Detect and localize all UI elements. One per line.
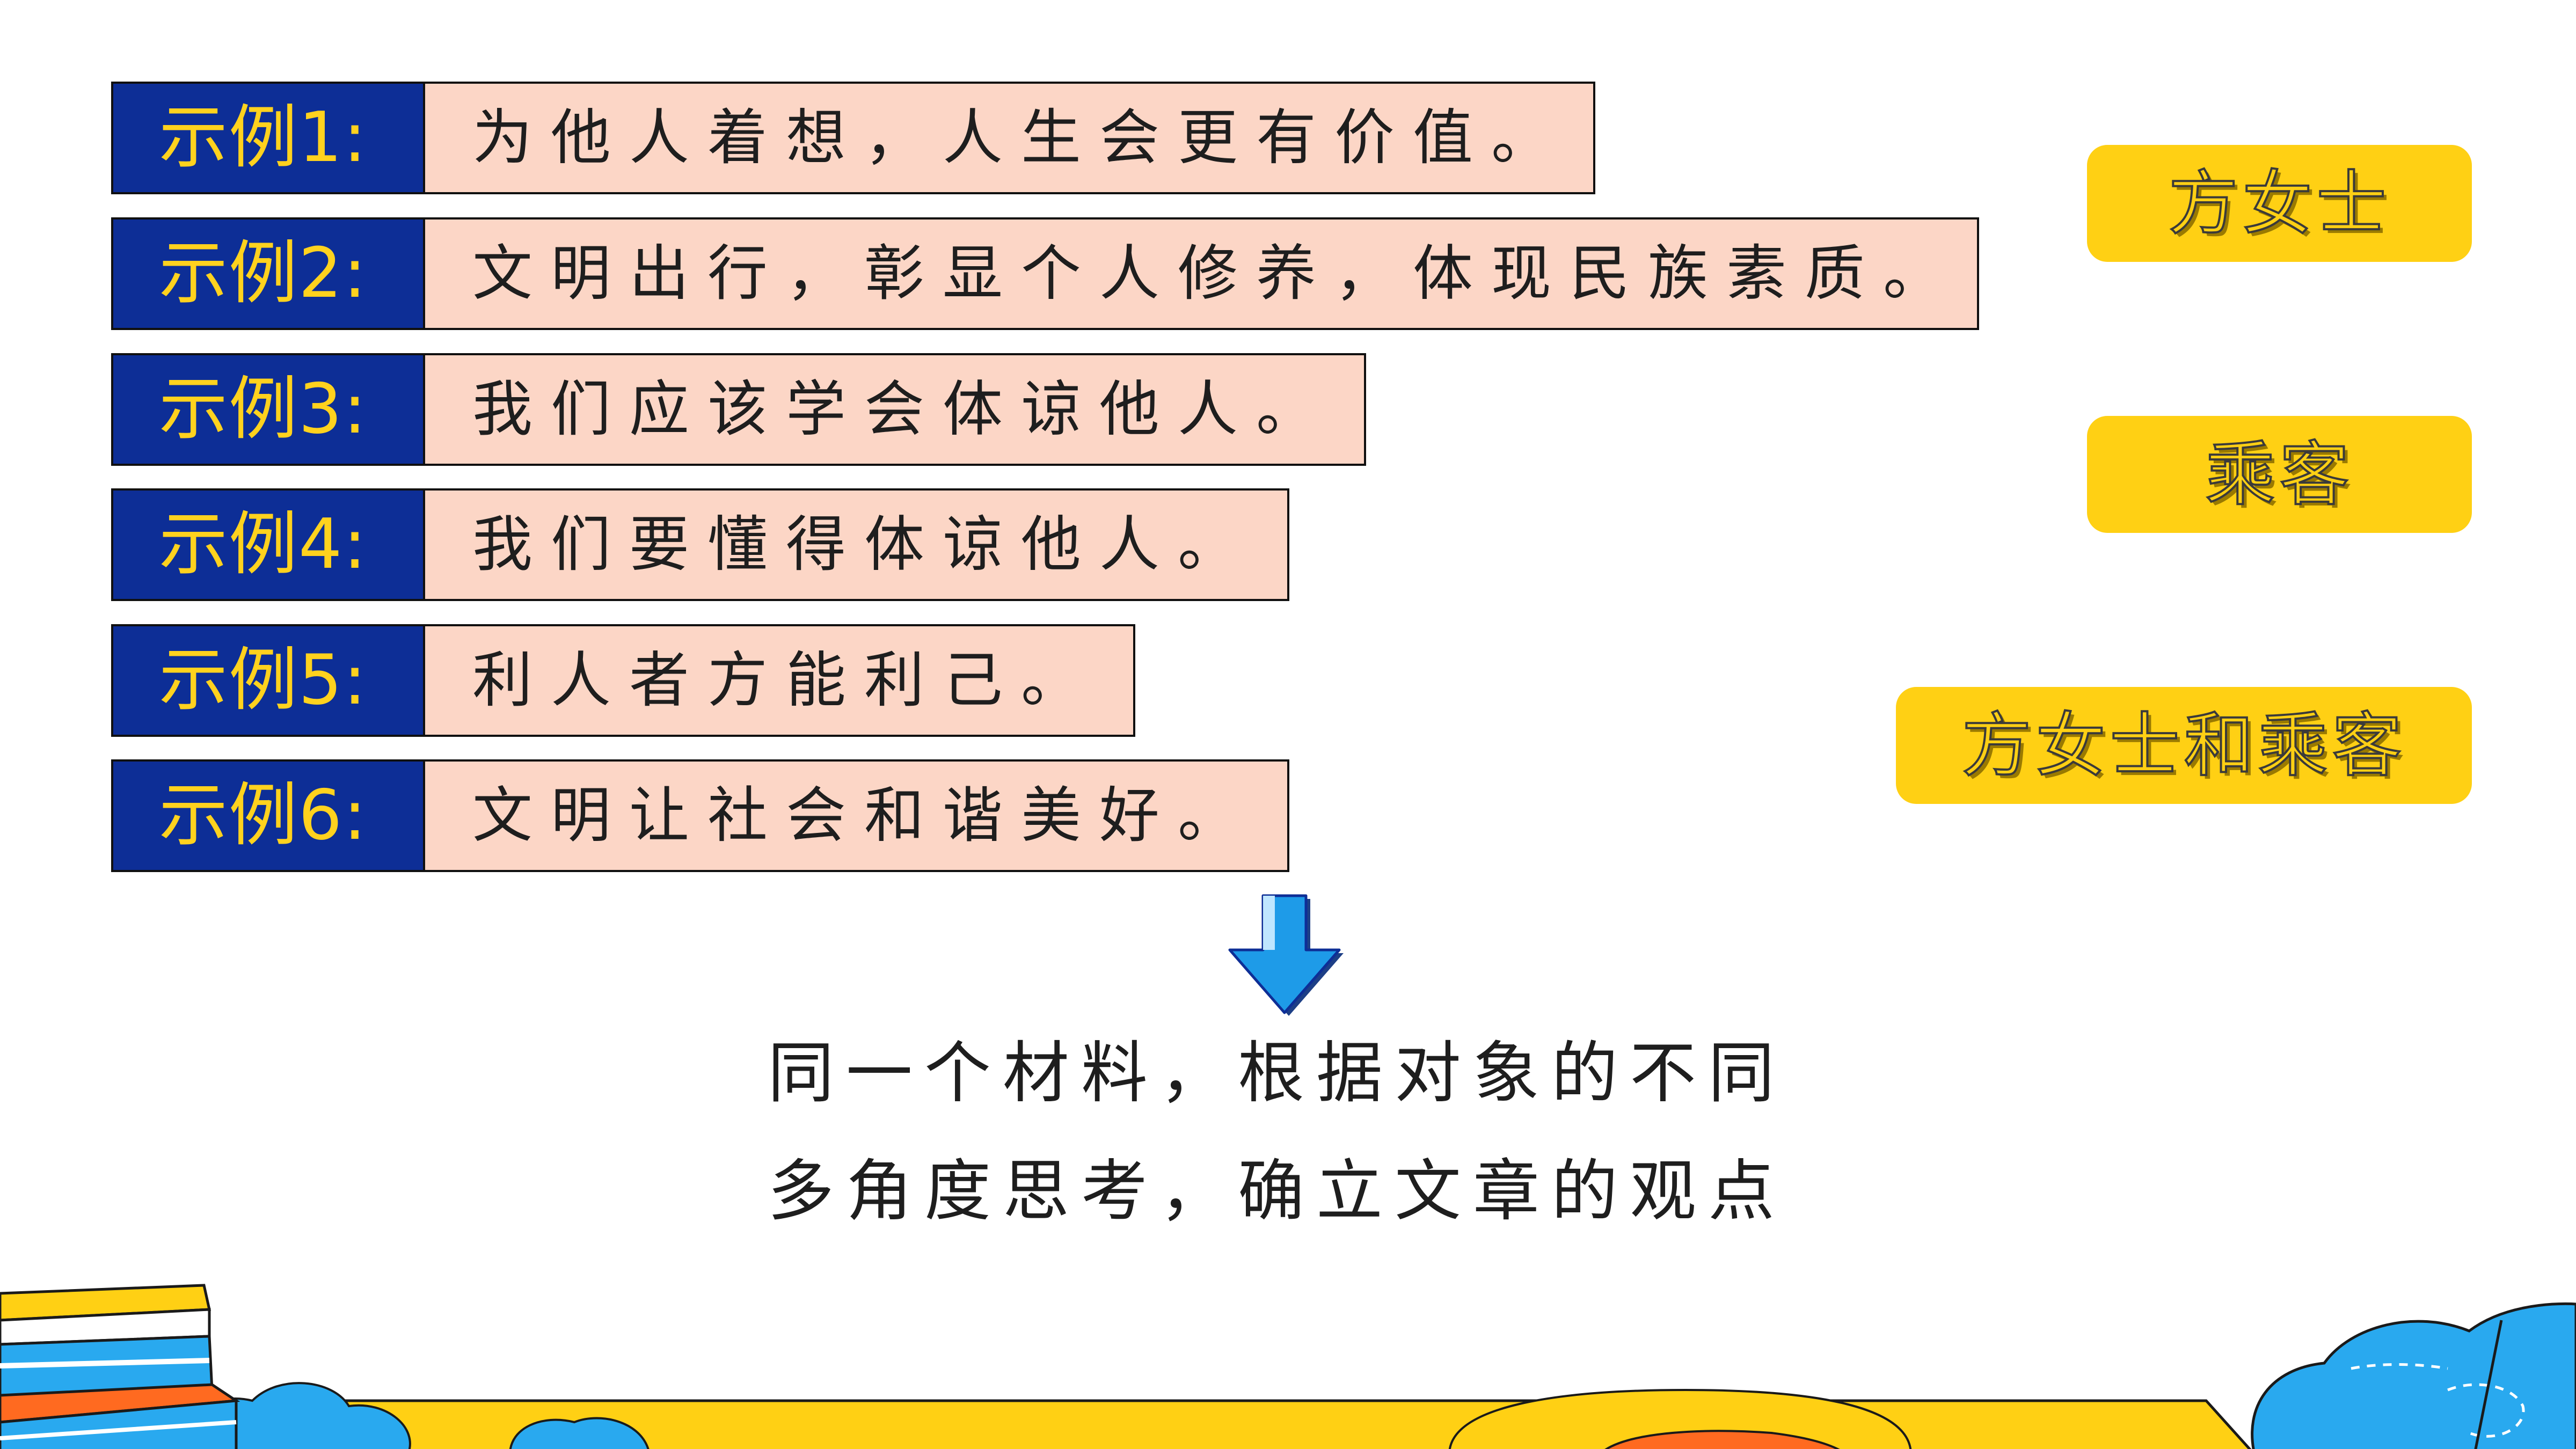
orange-dome (1604, 1430, 1840, 1449)
example-text-5: 利人者方能利己。 (425, 624, 1135, 737)
example-text-4: 我们要懂得体谅他人。 (425, 488, 1289, 601)
example-tag-5: 示例5: (111, 624, 425, 737)
example-text-3: 我们应该学会体谅他人。 (425, 353, 1366, 466)
example-tag-3: 示例3: (111, 353, 425, 466)
example-tag-2: 示例2: (111, 217, 425, 330)
example-text-2: 文明出行，彰显个人修养，体现民族素质。 (425, 217, 1979, 330)
example-row-3: 示例3: 我们应该学会体谅他人。 (111, 353, 1366, 466)
example-row-6: 示例6: 文明让社会和谐美好。 (111, 759, 1289, 872)
example-tag-1: 示例1: (111, 82, 425, 194)
example-row-5: 示例5: 利人者方能利己。 (111, 624, 1135, 737)
bottom-decoration (0, 1284, 2576, 1449)
example-text-6: 文明让社会和谐美好。 (425, 759, 1289, 872)
blue-cloud-right (2251, 1302, 2576, 1449)
audience-button-ms-fang[interactable]: 方女士 (2087, 145, 2472, 262)
audience-button-both[interactable]: 方女士和乘客 (1896, 687, 2472, 804)
stage-strip (161, 1399, 2252, 1449)
conclusion-line-2: 多角度思考，确立文章的观点 (768, 1153, 1787, 1230)
example-row-2: 示例2: 文明出行，彰显个人修养，体现民族素质。 (111, 217, 1979, 330)
example-row-4: 示例4: 我们要懂得体谅他人。 (111, 488, 1289, 601)
stage-oval (1448, 1388, 1912, 1449)
example-row-1: 示例1: 为他人着想，人生会更有价值。 (111, 82, 1595, 194)
audience-button-passengers[interactable]: 乘客 (2087, 416, 2472, 533)
example-text-1: 为他人着想，人生会更有价值。 (425, 82, 1595, 194)
blue-bush-left-small (509, 1417, 650, 1449)
book-bottom (0, 1399, 238, 1449)
conclusion-line-1: 同一个材料，根据对象的不同 (768, 1035, 1787, 1112)
example-tag-4: 示例4: (111, 488, 425, 601)
down-arrow-icon (1228, 894, 1344, 1016)
example-tag-6: 示例6: (111, 759, 425, 872)
